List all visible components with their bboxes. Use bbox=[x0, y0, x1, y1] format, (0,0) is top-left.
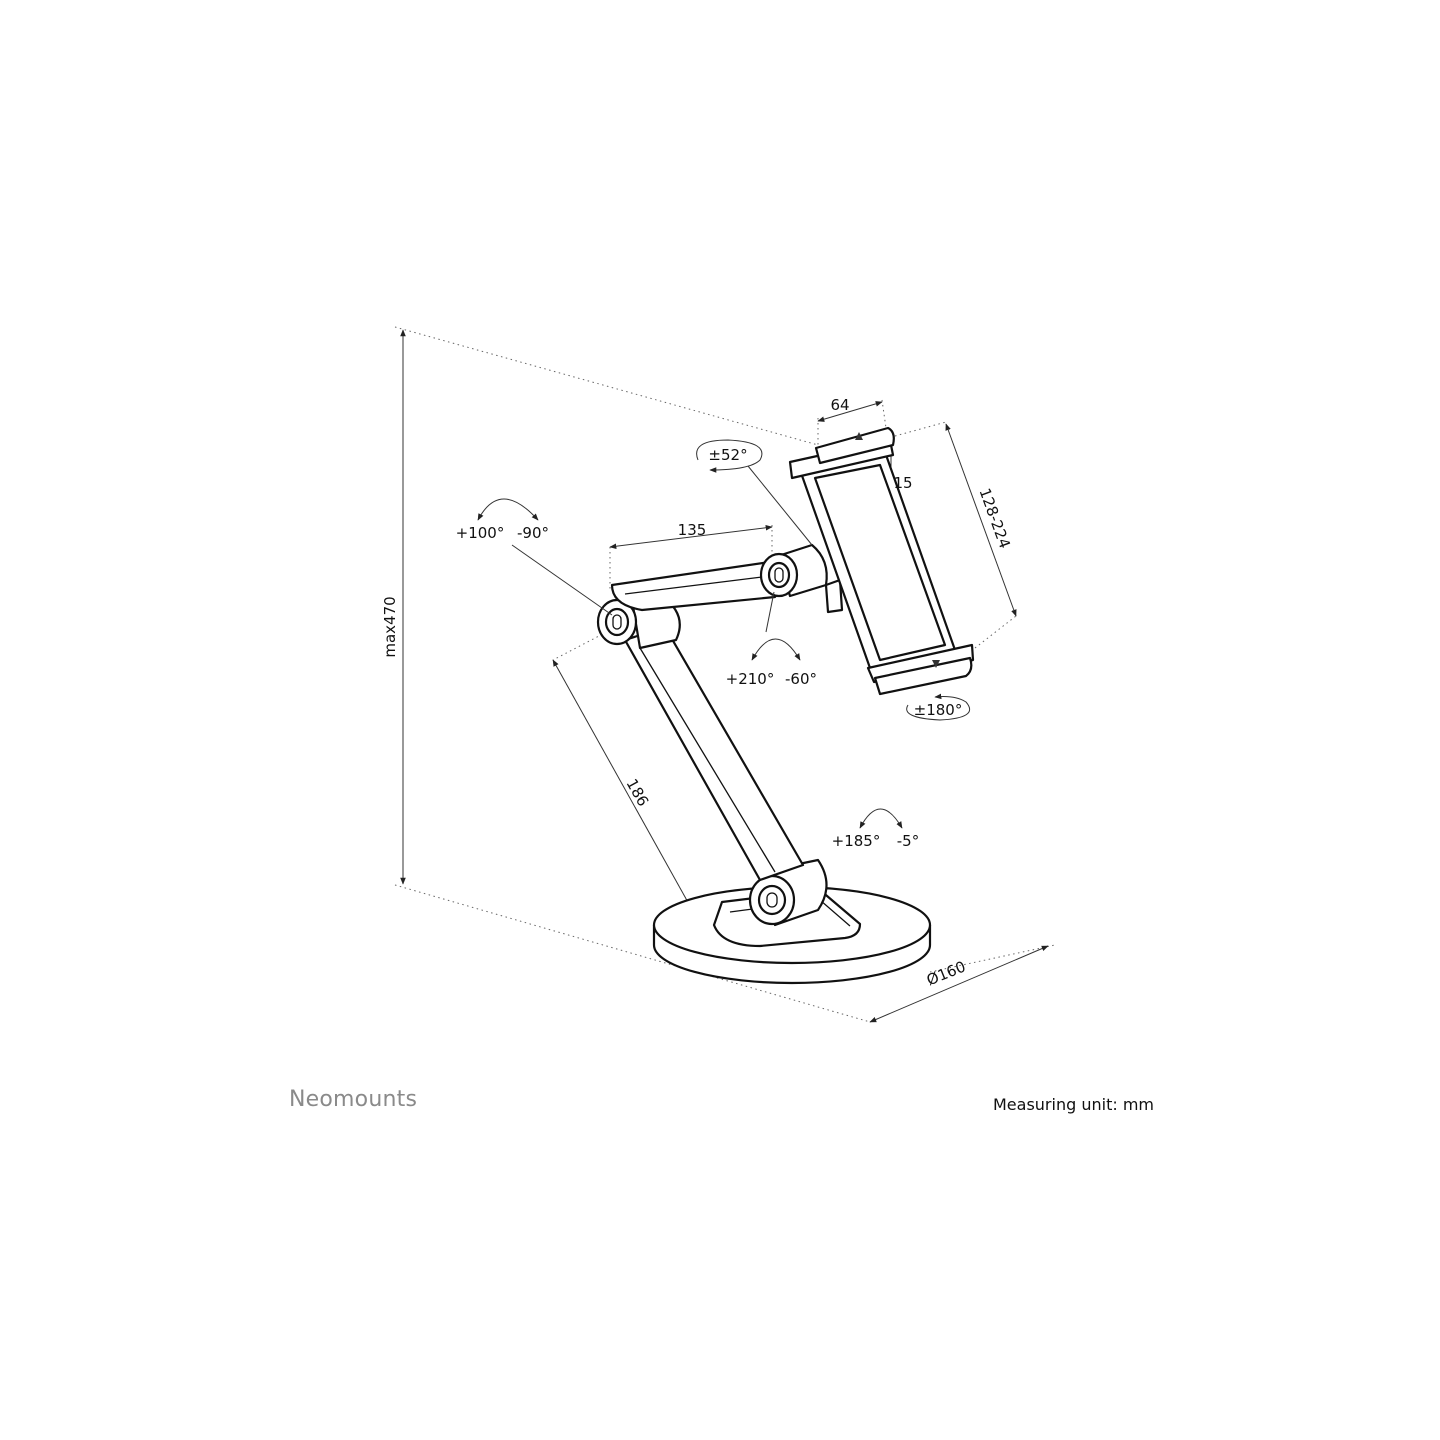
base-minus-label: -5° bbox=[897, 832, 919, 850]
upper-arm-length-label: 135 bbox=[678, 521, 707, 539]
holder-depth-label: 64 bbox=[830, 396, 849, 414]
mid-minus-label: -60° bbox=[785, 670, 817, 688]
measuring-unit: Measuring unit: mm bbox=[993, 1095, 1154, 1114]
base-joint bbox=[748, 858, 828, 927]
upper-arm bbox=[610, 560, 782, 612]
tablet-holder bbox=[788, 426, 975, 696]
height-label: max470 bbox=[381, 596, 399, 657]
elbow-minus-label: -90° bbox=[517, 524, 549, 542]
clamp-depth-label: 15 bbox=[893, 474, 912, 492]
elbow-plus-label: +100° bbox=[456, 524, 505, 542]
holder-range-label: 128-224 bbox=[976, 486, 1014, 551]
top-joint bbox=[759, 543, 844, 614]
brand-logo: Neomounts bbox=[289, 1087, 418, 1112]
dimension-lines bbox=[400, 329, 1049, 1023]
rotate-label: ±180° bbox=[914, 701, 963, 719]
tilt-label: ±52° bbox=[708, 446, 747, 464]
rotation-arcs bbox=[477, 439, 971, 829]
mid-plus-label: +210° bbox=[726, 670, 775, 688]
base-diameter-label: Ø160 bbox=[924, 957, 968, 989]
lower-arm bbox=[623, 625, 805, 882]
labels: max470 186 135 64 128-224 15 Ø160 +100° … bbox=[381, 396, 1014, 989]
leader-lines bbox=[511, 465, 813, 633]
base-plus-label: +185° bbox=[832, 832, 881, 850]
